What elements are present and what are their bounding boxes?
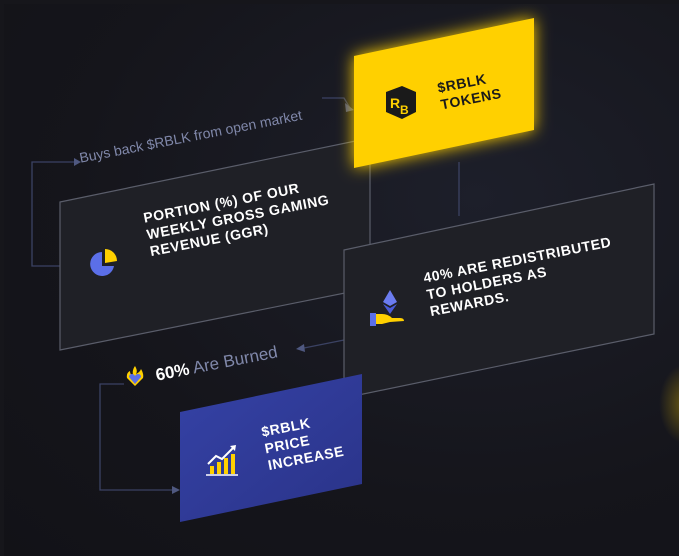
tokens-card-shape bbox=[354, 18, 534, 168]
rewards-card: 40% ARE REDISTRIBUTED TO HOLDERS AS REWA… bbox=[4, 4, 679, 556]
tokens-card: R B $RBLK TOKENS bbox=[4, 4, 679, 556]
price-card-shape bbox=[180, 374, 362, 522]
svg-text:B: B bbox=[400, 103, 409, 117]
edge-glow bbox=[659, 364, 679, 444]
rewards-card-shape bbox=[343, 183, 655, 399]
growth-chart-icon bbox=[204, 444, 240, 483]
rb-logo-icon: R B bbox=[382, 84, 422, 127]
diagram-canvas: Buys back $RBLK from open market PORTION… bbox=[4, 4, 679, 556]
svg-text:R: R bbox=[390, 95, 400, 111]
hand-coin-icon bbox=[370, 288, 408, 333]
price-card: $RBLK PRICE INCREASE bbox=[4, 4, 679, 556]
pie-chart-icon bbox=[86, 246, 120, 287]
fire-heart-icon bbox=[124, 364, 146, 393]
